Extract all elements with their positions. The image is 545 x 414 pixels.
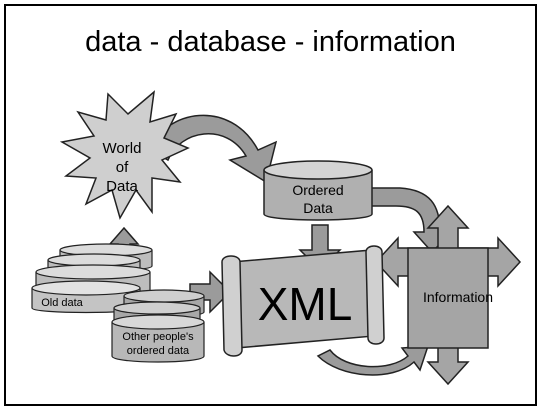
information-box xyxy=(407,247,489,349)
world-of-data-starburst xyxy=(59,90,190,220)
old-data-stack xyxy=(31,243,153,314)
xml-scroll xyxy=(221,245,385,357)
information-label: Information xyxy=(423,289,493,305)
ordered-data-label-line1: Ordered xyxy=(292,182,343,198)
other-data-label-line2: ordered data xyxy=(127,345,190,357)
arrow-world-to-ordered xyxy=(149,114,278,184)
world-label-line1: World xyxy=(103,140,142,157)
xml-label: XML xyxy=(258,278,353,330)
ordered-data-cylinder xyxy=(263,160,373,221)
world-label-line2: of xyxy=(116,159,129,176)
other-data-label-line1: Other people's xyxy=(122,331,194,343)
old-data-label: Old data xyxy=(41,297,83,309)
world-label-line3: Data xyxy=(106,178,138,195)
other-peoples-data-stack xyxy=(111,289,205,363)
arrow-xml-to-info xyxy=(316,345,430,376)
ordered-data-label-line2: Data xyxy=(303,200,333,216)
slide-title: data - database - information xyxy=(85,26,456,58)
